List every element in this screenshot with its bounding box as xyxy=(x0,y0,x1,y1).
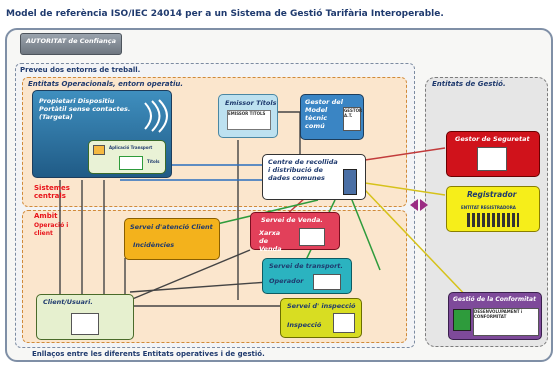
ticket-issuer-label: Emissor Títols xyxy=(225,99,277,107)
registrar-box: Registrador ENTITAT REGISTRADORA xyxy=(446,186,540,232)
sales-service-label: Servei de Venda. xyxy=(261,216,323,224)
client-user-label: Client/Usuari. xyxy=(43,298,93,306)
data-collection-centre-box: Centre de recollida i distribució de dad… xyxy=(262,154,366,200)
scope-label: Ambit xyxy=(34,212,58,220)
registry-books-icon xyxy=(467,213,519,227)
environments-caption: Preveu dos entorns de treball. xyxy=(20,66,141,74)
customer-service-box: Servei d'atenció Client Incidències xyxy=(124,218,220,260)
operator-label: Operador xyxy=(269,277,304,285)
sales-terminal-icon xyxy=(299,228,325,246)
inspection-label: Inspecció xyxy=(287,321,322,329)
conformity-development-sub: DESENVOLUPAMENT i CONFORMITAT xyxy=(473,308,539,336)
inspection-service-label: Servei d' inspecció xyxy=(287,302,356,310)
sales-network-label: Xarxa de Venda xyxy=(259,229,282,253)
security-terminal-icon xyxy=(477,147,507,171)
ticket-issuer-box: Emissor Títols EMISSOR TITOLS xyxy=(218,94,278,138)
conformity-management-box: Gestió de la Conformitat DESENVOLUPAMENT… xyxy=(448,292,542,340)
transport-service-box: Servei de transport. Operador xyxy=(262,258,352,294)
security-manager-box: Gestor de Seguretat xyxy=(446,131,540,177)
inspection-service-box: Servei d' inspecció Inspecció xyxy=(280,298,362,338)
users-icon xyxy=(71,313,99,335)
data-collection-centre-label: Centre de recollida i distribució de dad… xyxy=(268,158,338,182)
app-card-icon xyxy=(93,145,105,155)
registrar-label: Registrador xyxy=(467,190,517,199)
registrar-sub: ENTITAT REGISTRADORA xyxy=(461,205,516,210)
ticket-icon xyxy=(119,156,143,170)
diagram-title: Model de referència ISO/IEC 24014 per a … xyxy=(6,9,444,19)
server-icon xyxy=(343,169,357,195)
inspector-icon xyxy=(333,313,355,333)
conformity-doc-icon xyxy=(453,309,471,331)
transport-app-box: Aplicació Transport Títols xyxy=(88,140,166,174)
bus-icon xyxy=(313,274,341,290)
customer-service-label: Servei d'atenció Client xyxy=(130,223,213,231)
titles-label: Títols xyxy=(147,159,160,164)
operational-label: Entitats Operacionals, entorn operatiu. xyxy=(28,80,184,88)
central-systems-label: Sistemes centrals xyxy=(34,184,70,200)
management-label: Entitats de Gestió. xyxy=(432,80,506,88)
conformity-management-label: Gestió de la Conformitat xyxy=(453,296,536,303)
incidents-label: Incidències xyxy=(133,241,175,249)
transport-app-label: Aplicació Transport xyxy=(109,145,153,150)
security-manager-label: Gestor de Seguretat xyxy=(455,135,530,143)
device-owner-label: Propietari Dispositiu Portàtil sense con… xyxy=(39,97,131,121)
transport-service-label: Servei de transport. xyxy=(269,262,343,270)
sales-service-box: Servei de Venda. Xarxa de Venda xyxy=(250,212,340,253)
common-model-manager-label: Gestor del Model tècnic comú xyxy=(305,98,343,130)
client-user-box: Client/Usuari. xyxy=(36,294,134,340)
contactless-waves-icon xyxy=(144,99,168,133)
authority-box: AUTORITAT de Confiança xyxy=(20,33,122,55)
operation-client-label: Operació i client xyxy=(34,222,69,237)
diagram-footer: Enllaços entre les diferents Entitats op… xyxy=(32,350,265,358)
common-model-manager-box: Gestor del Model tècnic comú GESTOR A.T. xyxy=(300,94,364,140)
ticket-issuer-sub: EMISSOR TITOLS xyxy=(227,110,271,130)
common-model-manager-sub: GESTOR A.T. xyxy=(343,107,362,131)
